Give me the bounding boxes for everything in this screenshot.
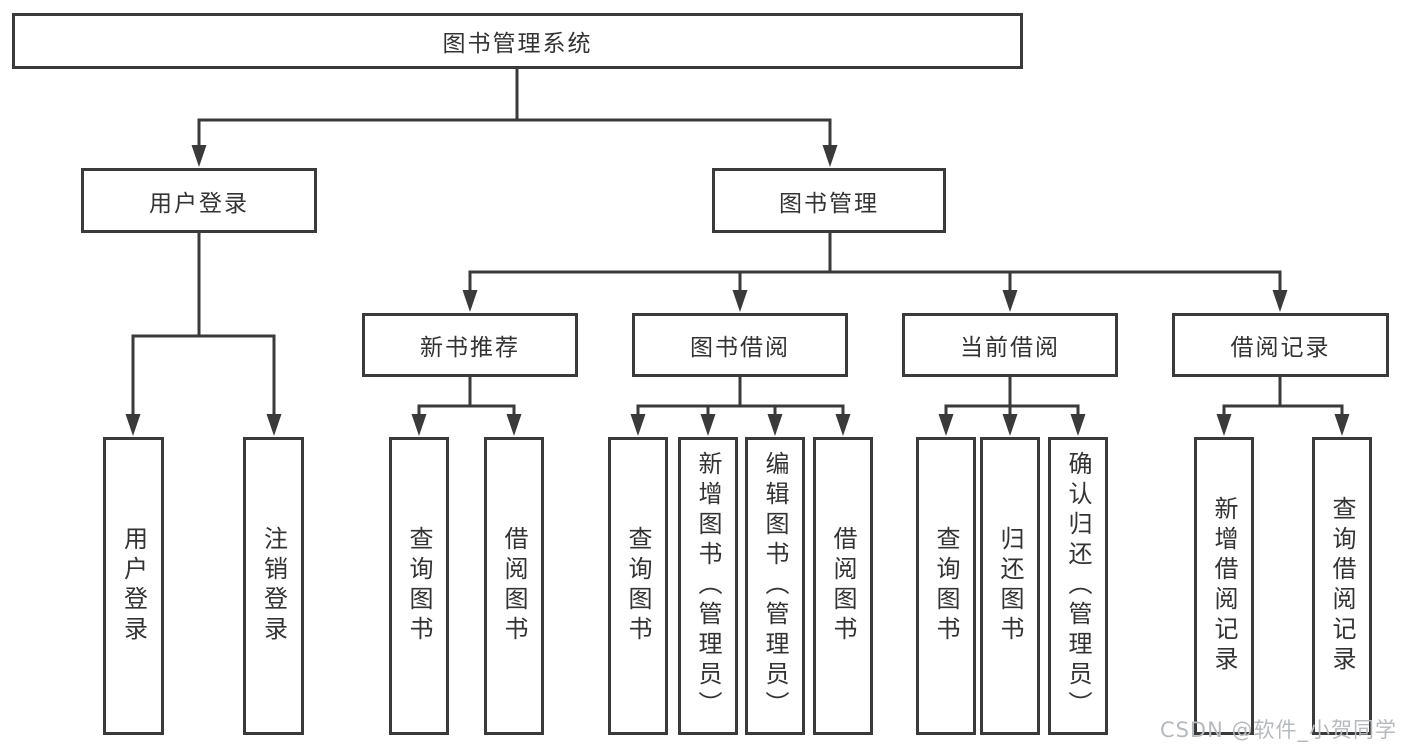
leaf-add-books-admin: 新增图书（管理员） xyxy=(678,437,738,735)
leaf-label: 新增借阅记录 xyxy=(1210,496,1238,676)
leaf-label: 借阅图书 xyxy=(500,526,528,646)
node-borrowing-records: 借阅记录 xyxy=(1172,313,1389,377)
csdn-watermark: CSDN @软件_小贺同学 xyxy=(1159,718,1397,742)
leaf-label: 借阅图书 xyxy=(829,526,857,646)
leaf-label: 用户登录 xyxy=(119,526,148,646)
leaf-user-login: 用户登录 xyxy=(103,437,164,735)
node-root-library-management-system: 图书管理系统 xyxy=(12,13,1023,69)
leaf-query-books-borrow: 查询图书 xyxy=(608,437,668,735)
leaf-label: 查询借阅记录 xyxy=(1328,496,1356,676)
leaf-edit-books-admin: 编辑图书（管理员） xyxy=(745,437,805,735)
leaf-label: 新增图书（管理员） xyxy=(694,451,722,721)
leaf-confirm-return-admin: 确认归还（管理员） xyxy=(1048,437,1108,735)
leaf-borrow-books-newrec: 借阅图书 xyxy=(484,437,544,735)
node-user-login: 用户登录 xyxy=(81,168,317,233)
leaf-query-books-newrec: 查询图书 xyxy=(389,437,449,735)
leaf-query-books-current: 查询图书 xyxy=(916,437,976,735)
leaf-label: 归还图书 xyxy=(996,526,1024,646)
leaf-label: 编辑图书（管理员） xyxy=(761,451,789,721)
leaf-label: 查询图书 xyxy=(624,526,652,646)
leaf-label: 查询图书 xyxy=(932,526,960,646)
leaf-return-books: 归还图书 xyxy=(980,437,1040,735)
leaf-borrow-books: 借阅图书 xyxy=(813,437,873,735)
node-book-borrowing: 图书借阅 xyxy=(632,313,848,377)
leaf-logout: 注销登录 xyxy=(243,437,304,735)
leaf-label: 确认归还（管理员） xyxy=(1064,451,1092,721)
leaf-label: 注销登录 xyxy=(259,526,288,646)
leaf-add-borrow-record: 新增借阅记录 xyxy=(1194,437,1254,735)
node-new-book-recommendation: 新书推荐 xyxy=(362,313,578,377)
leaf-query-borrow-record: 查询借阅记录 xyxy=(1312,437,1372,735)
node-current-borrowing: 当前借阅 xyxy=(902,313,1118,377)
leaf-label: 查询图书 xyxy=(405,526,433,646)
node-book-management: 图书管理 xyxy=(712,168,946,233)
